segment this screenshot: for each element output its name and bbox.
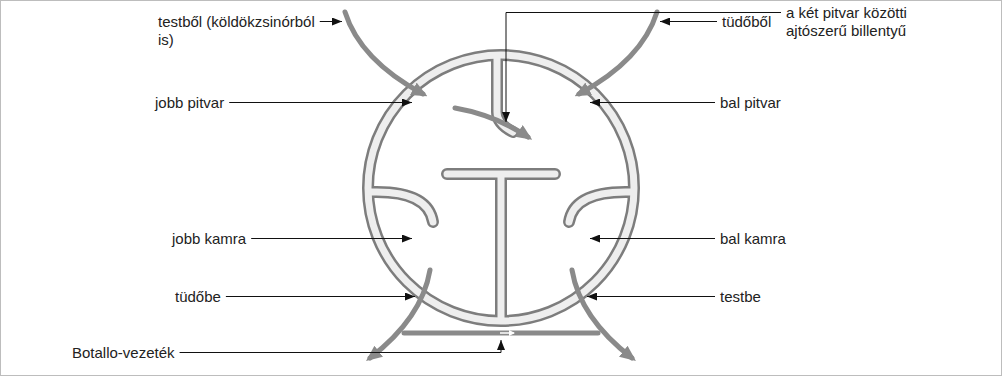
leader-line <box>229 102 412 103</box>
leader-line <box>180 340 501 353</box>
leader-line <box>251 238 412 239</box>
leader-line <box>590 238 715 239</box>
leader-line <box>320 21 342 22</box>
leader-line <box>226 296 415 297</box>
flow-direction <box>500 332 514 334</box>
part-label: jobb kamra <box>172 230 246 248</box>
leader-line <box>587 296 715 297</box>
blood-flow-arrows <box>345 12 657 358</box>
part-label: Botallo-vezeték <box>72 344 175 362</box>
leader-line <box>590 102 715 103</box>
part-label: testből (köldökzsinórból is) <box>158 13 318 49</box>
leader-line <box>506 13 781 123</box>
part-label: jobb pitvar <box>155 94 224 112</box>
part-label: testbe <box>720 288 761 306</box>
part-label: tüdőbe <box>175 288 221 306</box>
part-label: bal pitvar <box>720 94 781 112</box>
leader-line <box>660 21 717 22</box>
part-label: tüdőből <box>722 13 771 31</box>
heart-walls <box>368 55 634 321</box>
part-label: bal kamra <box>720 230 786 248</box>
part-label: a két pitvar közötti ajtószerű billentyű <box>786 4 956 40</box>
